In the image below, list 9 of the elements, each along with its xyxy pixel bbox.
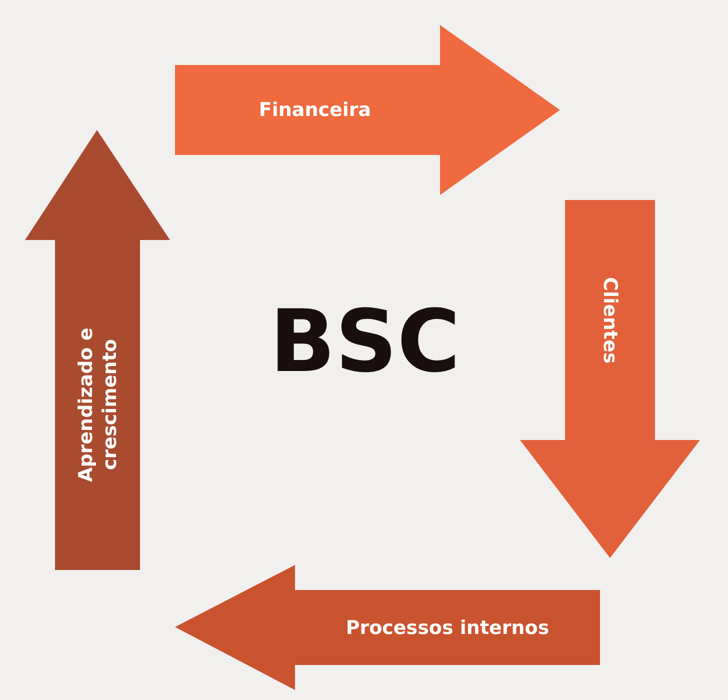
arrow-shape [175, 25, 560, 195]
arrow-shape [175, 565, 600, 690]
arrow-label: Aprendizado e crescimento [74, 326, 122, 484]
arrow-label: Clientes [598, 276, 622, 364]
arrow-label: Processos internos [346, 616, 550, 640]
arrow-label: Financeira [258, 98, 372, 122]
arrow-shape [25, 130, 170, 570]
center-label: BSC [268, 295, 462, 390]
arrow-shape [520, 200, 700, 558]
